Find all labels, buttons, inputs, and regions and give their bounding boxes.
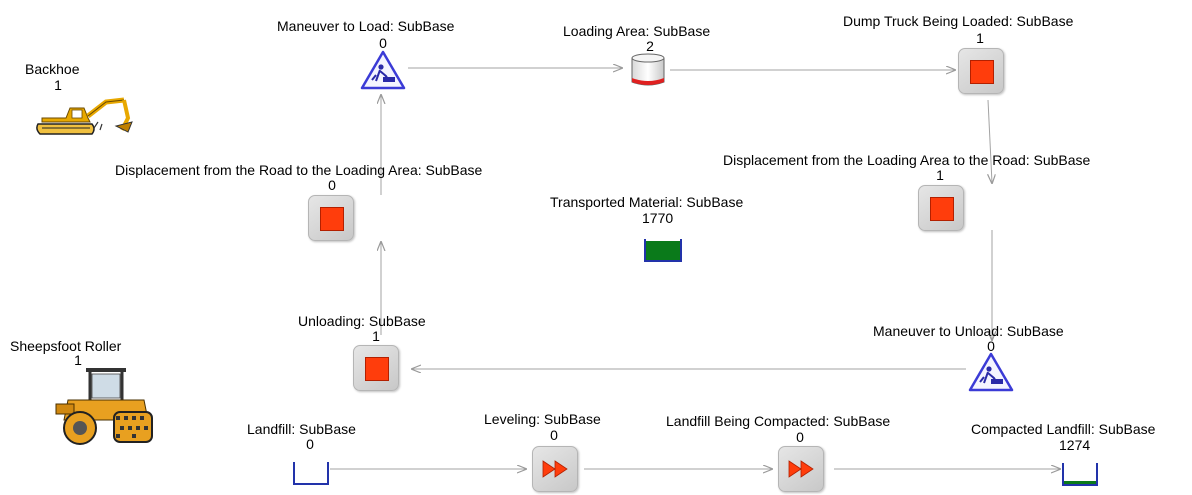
disp-road-to-loading-node[interactable] (308, 195, 354, 241)
truck-loaded-count: 1 (976, 30, 984, 46)
transported-count: 1770 (642, 210, 674, 226)
disp-road-loading-label: Displacement from the Road to the Loadin… (115, 162, 483, 178)
landfill-count: 0 (306, 436, 314, 452)
disp-loading-road-label: Displacement from the Loading Area to th… (723, 152, 1091, 168)
transported-label: Transported Material: SubBase (550, 194, 744, 210)
landfill-label: Landfill: SubBase (247, 421, 356, 437)
maneuver-to-load-node[interactable] (360, 50, 406, 90)
landfill-node[interactable] (292, 460, 330, 486)
compacted-count: 1274 (1059, 437, 1091, 453)
backhoe-count: 1 (54, 77, 62, 93)
disp-loading-to-road-node[interactable] (918, 185, 964, 231)
maneuver-to-unload-node[interactable] (968, 352, 1014, 392)
roller-label: Sheepsfoot Roller (10, 338, 122, 354)
leveling-label: Leveling: SubBase (484, 411, 601, 427)
transported-material-node[interactable] (643, 237, 683, 263)
compacted-landfill-node[interactable] (1061, 461, 1099, 487)
loading-area-label: Loading Area: SubBase (563, 23, 711, 39)
maneuver-load-count: 0 (379, 35, 387, 51)
unloading-label: Unloading: SubBase (298, 313, 426, 329)
disp-loading-road-count: 1 (936, 167, 944, 183)
leveling-count: 0 (550, 427, 558, 443)
disp-road-loading-count: 0 (328, 177, 336, 193)
truck-loaded-label: Dump Truck Being Loaded: SubBase (843, 13, 1074, 29)
backhoe-label: Backhoe (25, 61, 80, 77)
unloading-count: 1 (372, 328, 380, 344)
unloading-node[interactable] (353, 345, 399, 391)
compacted-label: Compacted Landfill: SubBase (971, 421, 1156, 437)
maneuver-unload-label: Maneuver to Unload: SubBase (873, 323, 1064, 339)
fast-forward-icon (542, 460, 568, 478)
arrow-truck-to-disp (988, 99, 992, 183)
maneuver-load-label: Maneuver to Load: SubBase (277, 18, 455, 34)
landfill-compacted-count: 0 (796, 429, 804, 445)
loading-area-queue-node[interactable] (628, 52, 668, 88)
loading-area-count: 2 (646, 38, 654, 54)
combi-marker (970, 60, 994, 84)
landfill-compacted-label: Landfill Being Compacted: SubBase (666, 413, 891, 429)
combi-marker (930, 197, 954, 221)
roller-icon[interactable] (48, 364, 160, 448)
fast-forward-icon (788, 460, 814, 478)
combi-marker (365, 357, 389, 381)
combi-marker (320, 207, 344, 231)
backhoe-icon[interactable] (36, 92, 140, 136)
roller-count: 1 (74, 352, 82, 368)
dump-truck-loaded-node[interactable] (958, 48, 1004, 94)
leveling-node[interactable] (532, 446, 578, 492)
landfill-compacted-node[interactable] (778, 446, 824, 492)
maneuver-unload-count: 0 (987, 338, 995, 354)
